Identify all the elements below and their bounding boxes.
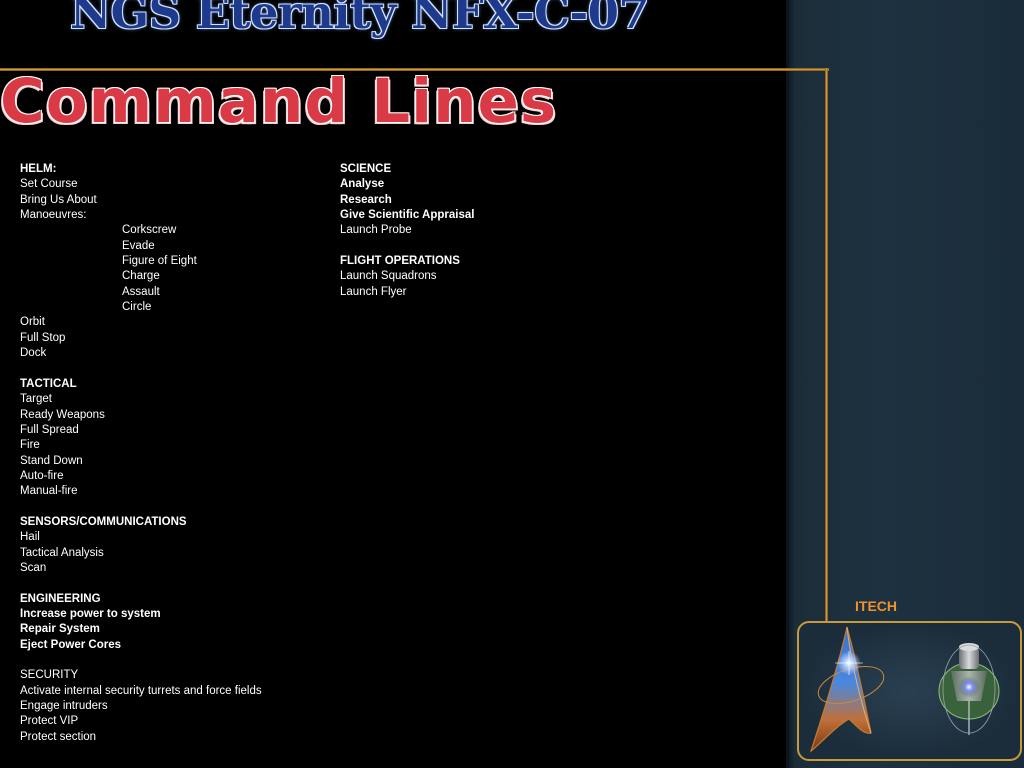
security-heading: SECURITY <box>20 669 79 682</box>
list-item: Full Stop <box>20 331 66 344</box>
list-item: Launch Squadrons <box>340 270 437 283</box>
spacer <box>340 239 640 254</box>
list-item: Launch Flyer <box>340 285 407 298</box>
list-item: Bring Us About <box>20 193 97 206</box>
page-title: NGS Eternity NFX-C-07 <box>70 0 650 39</box>
list-item: Ready Weapons <box>20 408 105 421</box>
list-item: Target <box>20 393 52 406</box>
list-item: Increase power to system <box>20 607 161 620</box>
manoeuvre-item: Corkscrew <box>122 224 177 237</box>
left-column: HELM: Set Course Bring Us About Manoeuvr… <box>20 162 320 745</box>
manoeuvre-item: Assault <box>122 285 160 298</box>
logo-box <box>797 621 1022 761</box>
list-item: Eject Power Cores <box>20 638 121 651</box>
list-item: Protect section <box>20 730 97 743</box>
sensors-heading: SENSORS/COMMUNICATIONS <box>20 515 187 528</box>
list-item: Give Scientific Appraisal <box>340 209 475 222</box>
panel-edge <box>786 0 790 768</box>
manoeuvre-item: Figure of Eight <box>122 255 197 268</box>
list-item: Set Course <box>20 178 78 191</box>
spacer <box>20 576 320 591</box>
manoeuvre-item: Circle <box>122 301 152 314</box>
page-subtitle: Command Lines <box>0 66 558 137</box>
helm-heading: HELM: <box>20 163 57 175</box>
list-item: Full Spread <box>20 423 79 436</box>
list-item: Activate internal security turrets and f… <box>20 684 262 697</box>
list-item: Fire <box>20 439 40 452</box>
engineering-heading: ENGINEERING <box>20 592 101 605</box>
list-item: Auto-fire <box>20 469 64 482</box>
flight-ops-heading: FLIGHT OPERATIONS <box>340 255 460 268</box>
manoeuvre-item: Evade <box>122 239 155 252</box>
list-item: Tactical Analysis <box>20 546 104 559</box>
spacer <box>20 653 320 668</box>
list-item: Manoeuvres: <box>20 209 87 222</box>
list-item: Repair System <box>20 623 100 636</box>
science-heading: SCIENCE <box>340 163 392 175</box>
spacer <box>20 361 320 376</box>
logo-art <box>809 626 1000 753</box>
list-item: Launch Probe <box>340 224 412 237</box>
tactical-heading: TACTICAL <box>20 377 77 390</box>
gold-divider-vertical <box>825 68 828 622</box>
list-item: Analyse <box>340 178 385 191</box>
spacer <box>20 500 320 515</box>
list-item: Scan <box>20 561 47 574</box>
gold-divider-horizontal <box>0 68 829 71</box>
list-item: Hail <box>20 531 40 544</box>
list-item: Dock <box>20 347 47 360</box>
probe-lamp-icon <box>938 643 1000 735</box>
list-item: Research <box>340 193 392 206</box>
right-column: SCIENCE Analyse Research Give Scientific… <box>340 162 640 300</box>
itech-label: ITECH <box>855 598 897 614</box>
list-item: Stand Down <box>20 454 83 467</box>
delta-insignia-icon <box>809 626 885 753</box>
list-item: Orbit <box>20 316 45 329</box>
list-item: Engage intruders <box>20 700 108 713</box>
list-item: Protect VIP <box>20 715 79 728</box>
list-item: Manual-fire <box>20 485 78 498</box>
manoeuvre-item: Charge <box>122 270 160 283</box>
